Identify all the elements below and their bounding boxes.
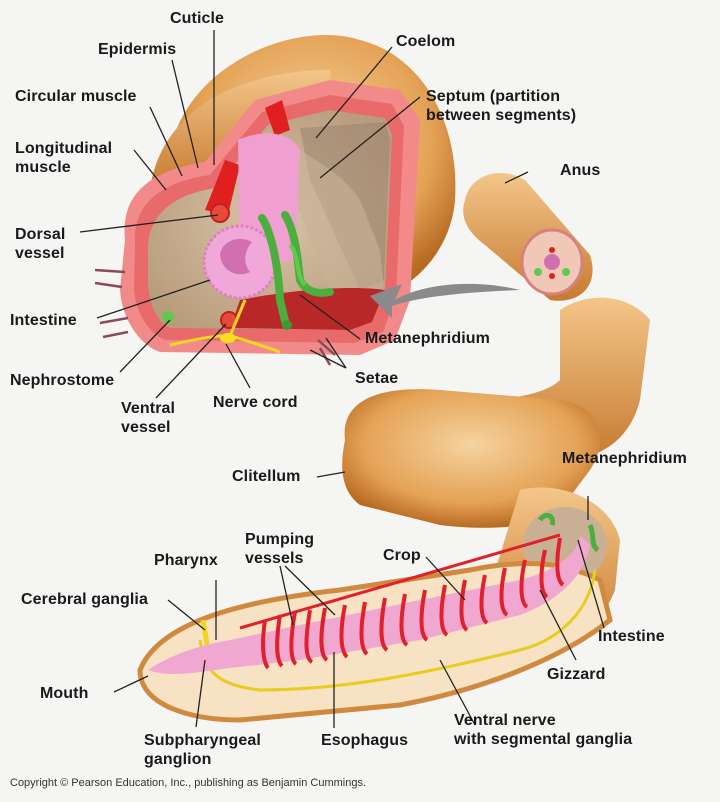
label-gizzard: Gizzard bbox=[547, 666, 606, 683]
label-ventral-nerve: Ventral nerve with segmental ganglia bbox=[454, 712, 633, 748]
leader-lines bbox=[79, 30, 605, 728]
label-cerebral-ganglia: Cerebral ganglia bbox=[21, 591, 148, 608]
label-epidermis: Epidermis bbox=[98, 41, 177, 58]
label-pumping-vessels: Pumping vessels bbox=[245, 531, 315, 567]
label-metanephridium-body: Metanephridium bbox=[562, 450, 687, 467]
label-subpharyngeal-ganglion: Subpharyngeal ganglion bbox=[144, 732, 261, 768]
label-cuticle: Cuticle bbox=[170, 10, 225, 27]
label-coelom: Coelom bbox=[396, 33, 456, 50]
label-circular-muscle: Circular muscle bbox=[15, 88, 137, 105]
label-clitellum: Clitellum bbox=[232, 468, 301, 485]
label-nephrostome: Nephrostome bbox=[10, 372, 115, 389]
label-setae: Setae bbox=[355, 370, 399, 387]
label-mouth: Mouth bbox=[40, 685, 89, 702]
label-pharynx: Pharynx bbox=[154, 552, 218, 569]
label-crop: Crop bbox=[383, 547, 421, 564]
direction-arrow bbox=[370, 283, 520, 318]
label-intestine-body: Intestine bbox=[598, 628, 665, 645]
cross-section-segment bbox=[94, 34, 456, 366]
label-esophagus: Esophagus bbox=[321, 732, 409, 749]
earthworm-body bbox=[137, 172, 650, 723]
label-septum: Septum (partition between segments) bbox=[426, 88, 577, 124]
label-metanephridium-cross-section: Metanephridium bbox=[365, 330, 490, 347]
label-ventral-vessel: Ventral vessel bbox=[121, 400, 176, 436]
label-nerve-cord: Nerve cord bbox=[213, 394, 298, 411]
copyright-notice: Copyright © Pearson Education, Inc., pub… bbox=[10, 777, 367, 789]
label-anus: Anus bbox=[560, 162, 601, 179]
label-longitudinal-muscle: Longitudinal muscle bbox=[15, 140, 113, 176]
label-dorsal-vessel: Dorsal vessel bbox=[15, 226, 66, 262]
label-intestine-cross-section: Intestine bbox=[10, 312, 77, 329]
